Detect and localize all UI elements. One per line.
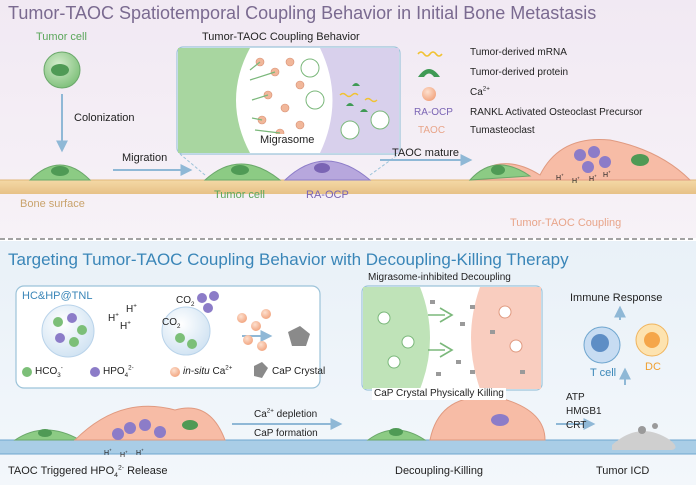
hplus-bottom-1: H+: [104, 447, 112, 457]
legend-taoc-full: Tumasteoclast: [470, 125, 535, 136]
colonization-label: Colonization: [74, 112, 135, 124]
legend-hpo4: HPO42-: [103, 364, 134, 379]
hplus-box-3: H+: [120, 319, 131, 332]
hplus-top-2: H+: [572, 175, 580, 185]
hplus-box-1: H+: [108, 311, 119, 324]
coupling-behavior-label: Tumor-TAOC Coupling Behavior: [202, 31, 360, 43]
tumor-cell-on-bone: [28, 164, 92, 181]
migration-label: Migration: [122, 152, 168, 164]
legend-mrna-label: Tumor-derived mRNA: [470, 47, 567, 58]
bottom-title: Targeting Tumor-TAOC Coupling Behavior w…: [8, 250, 569, 269]
decoupling-title: Migrasome-inhibited Decoupling: [368, 272, 511, 283]
co2-label-2: CO2: [162, 317, 181, 330]
tumor-icd-label: Tumor ICD: [596, 465, 650, 477]
hplus-bottom-3: H+: [136, 447, 144, 457]
legend-calcium-label: Ca2+: [470, 85, 490, 98]
immune-response-label: Immune Response: [570, 292, 663, 304]
hc-label: HC&HP@TNL: [22, 290, 93, 302]
taoc-mature-label: TAOC mature: [392, 147, 460, 159]
tumor-taoc-coupling-label: Tumor-TAOC Coupling: [510, 217, 622, 229]
hplus-top-3: H+: [589, 173, 597, 183]
ra-ocp-cell: [283, 160, 372, 181]
hplus-top-4: H+: [603, 169, 611, 179]
physically-killing-label: CaP Crystal Physically Killing: [372, 388, 506, 400]
legend-cap-crystal: CaP Crystal: [272, 366, 326, 377]
hplus-box-2: H+: [126, 302, 137, 315]
crt-label: CRT: [566, 420, 587, 431]
release-label: TAOC Triggered HPO42- Release: [8, 464, 168, 480]
t-cell-label: T cell: [590, 367, 617, 379]
coupled-cluster: [468, 138, 692, 181]
decoupling-killing-label: Decoupling-Killing: [395, 465, 484, 477]
dc-label: DC: [645, 361, 661, 373]
bone-surface-band: [0, 180, 696, 194]
bottom-middle-cells: [366, 396, 546, 441]
coupling-inset: [176, 46, 401, 155]
tumor-cell-middle: [203, 163, 282, 181]
tumor-cell-free: [43, 51, 81, 89]
bone-surface-label: Bone surface: [20, 198, 85, 210]
ca-depletion-label: Ca2+ depletion: [254, 407, 318, 420]
migrasome-label: Migrasome: [258, 134, 317, 147]
hplus-top-1: H+: [556, 172, 564, 182]
dendritic-cell: [635, 323, 669, 357]
top-title: Tumor-TAOC Spatiotemporal Coupling Behav…: [8, 3, 597, 23]
dying-tumor-cell: [612, 423, 676, 450]
atp-label: ATP: [566, 392, 585, 403]
legend-protein-icon: [418, 69, 440, 77]
cap-formation-label: CaP formation: [254, 428, 318, 439]
ra-ocp-label: RA-OCP: [306, 189, 349, 201]
co2-label-1: CO2: [176, 295, 195, 308]
legend-taoc-abbr: TAOC: [418, 125, 446, 136]
legend-protein-label: Tumor-derived protein: [470, 67, 569, 78]
legend-mrna-icon: [417, 51, 443, 57]
hmgb1-label: HMGB1: [566, 406, 602, 417]
legend-insitu-ca: in-situ Ca2+: [183, 364, 233, 377]
bottom-left-cells: [13, 405, 226, 441]
tumor-cell-label-2: Tumor cell: [214, 189, 265, 201]
legend-raocp-abbr: RA-OCP: [414, 107, 453, 118]
decoupling-inset: [361, 285, 543, 391]
t-cell: [583, 326, 621, 364]
legend-hco3: HCO3-: [35, 364, 63, 379]
legend-raocp-full: RANKL Activated Osteoclast Precursor: [470, 107, 643, 118]
tumor-cell-label: Tumor cell: [36, 31, 87, 43]
hplus-bottom-2: H+: [120, 449, 128, 459]
nanoparticle-inset: [15, 285, 321, 389]
legend-calcium-icon: [422, 87, 436, 101]
